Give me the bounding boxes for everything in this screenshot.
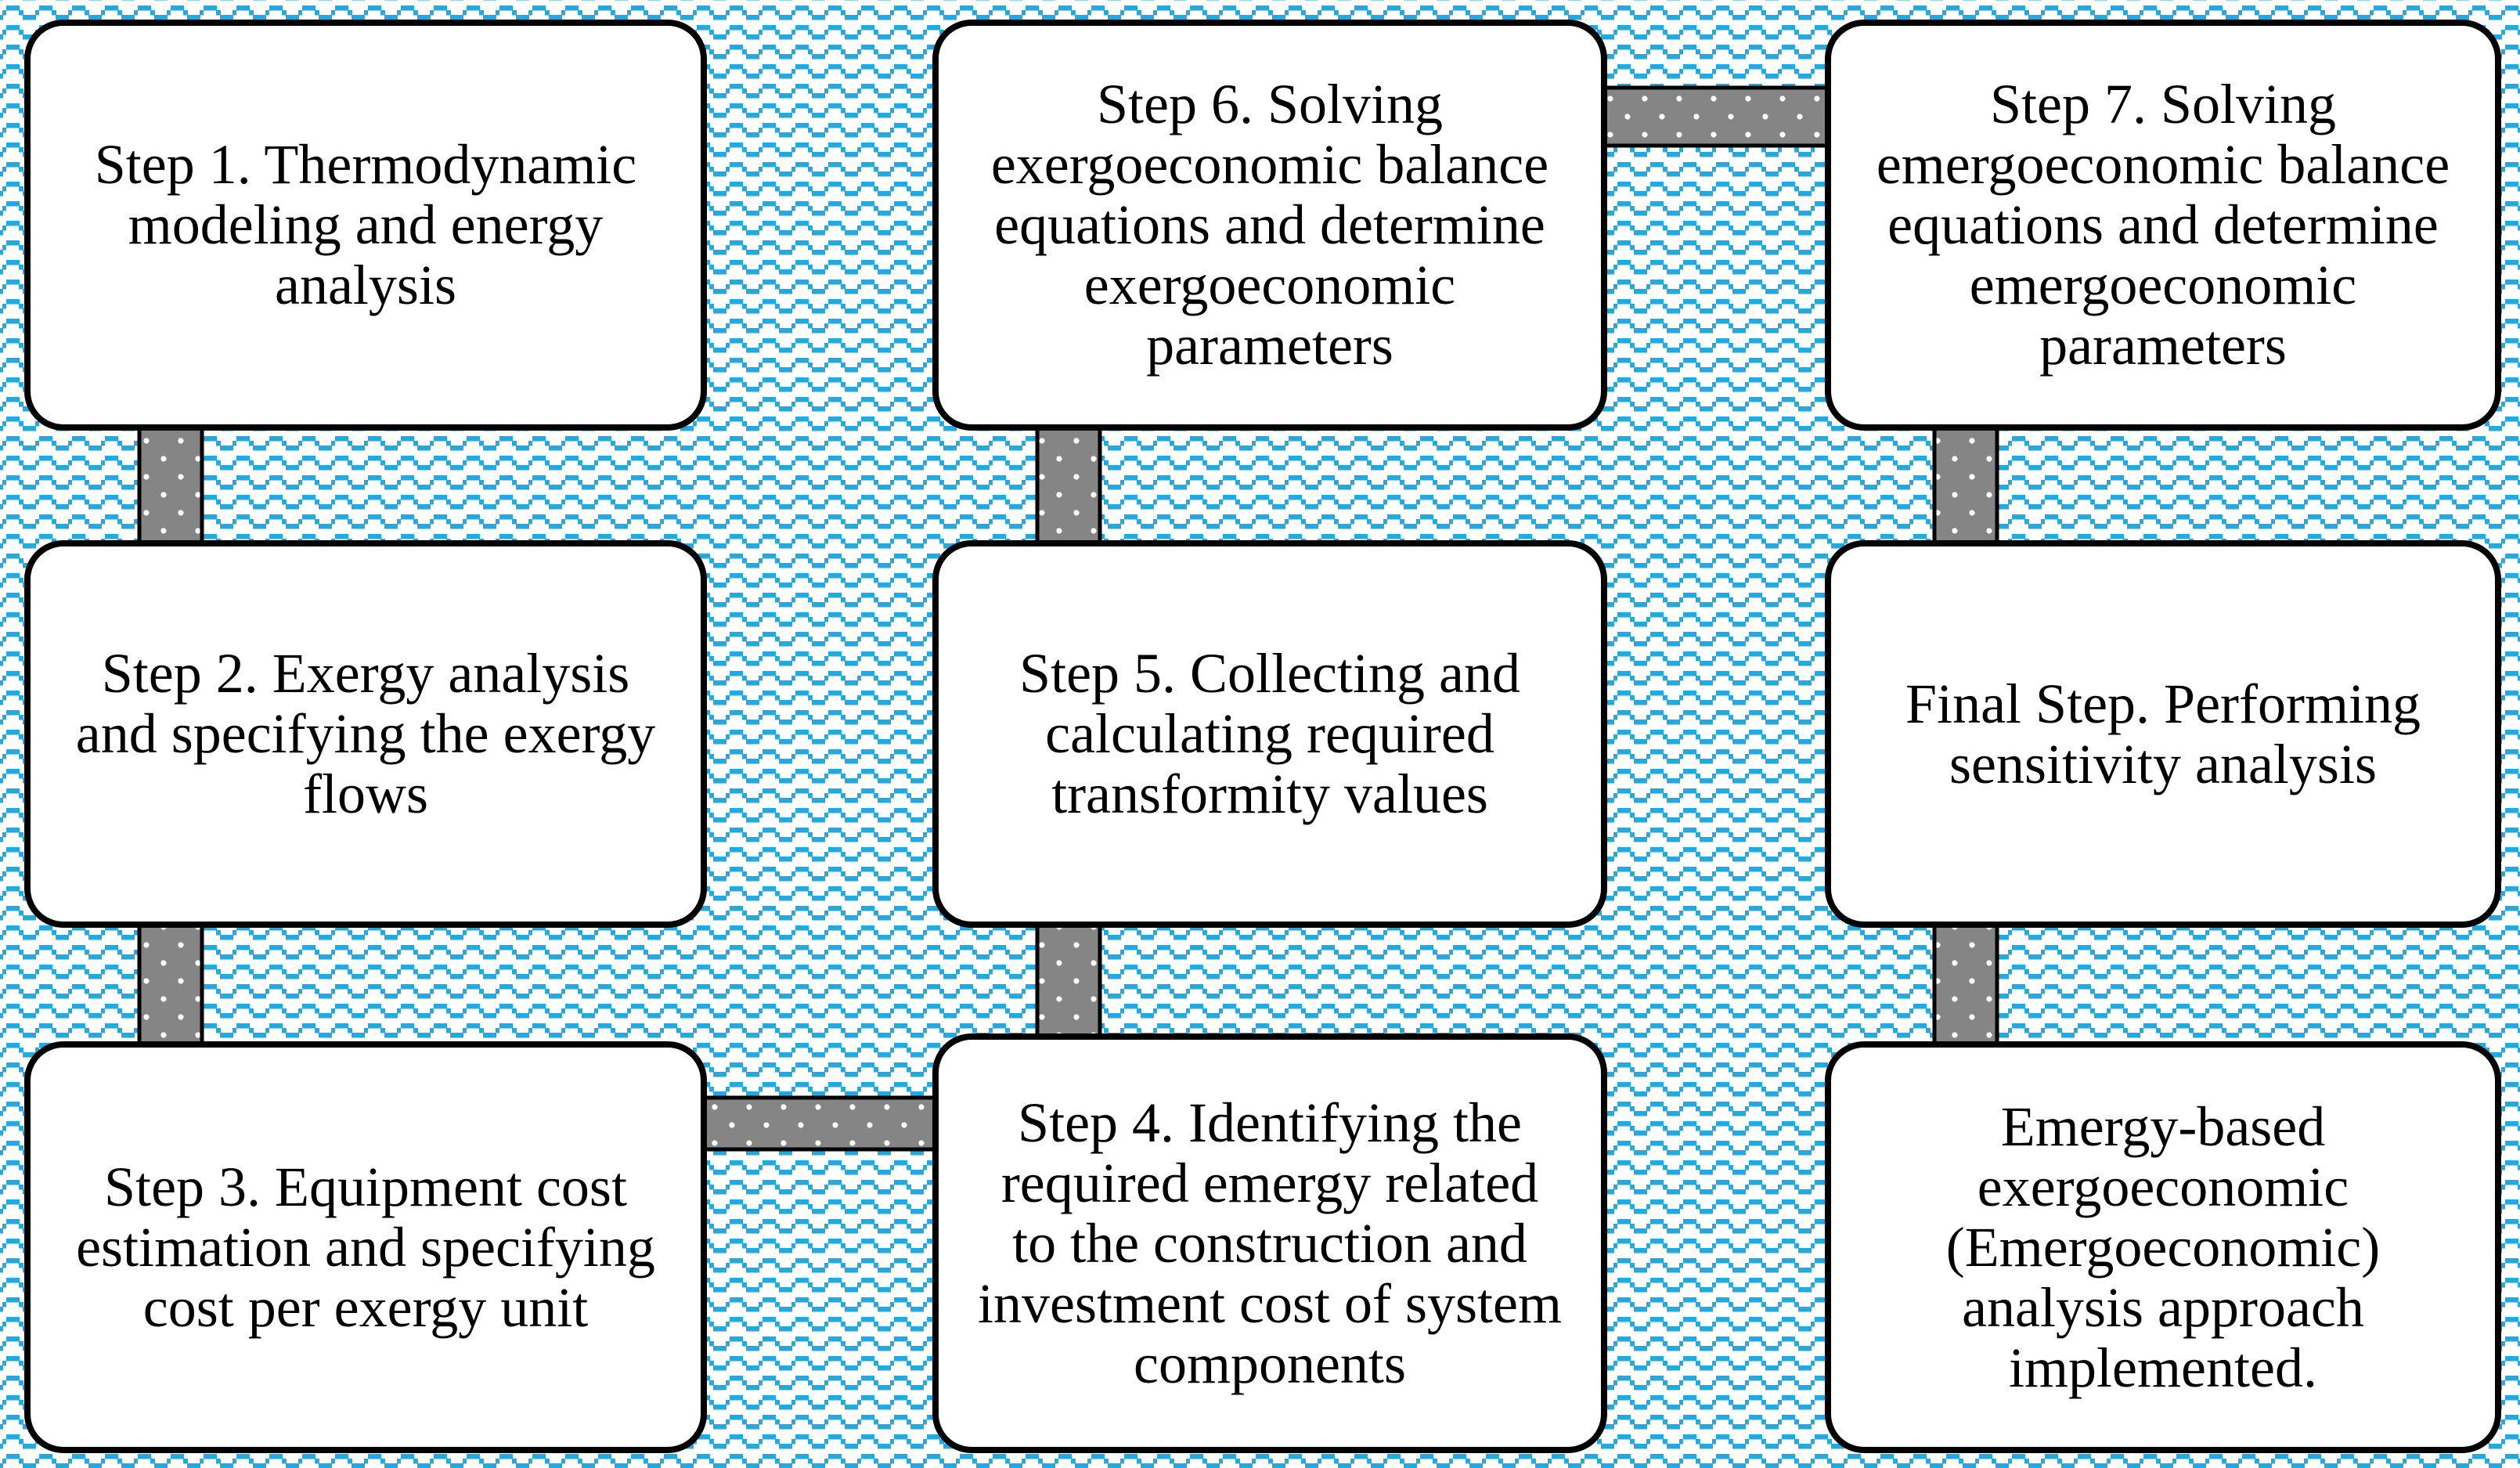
connector-step1-step2 <box>137 417 204 554</box>
box-final-step-label: Final Step. Performing sensitivity analy… <box>1905 672 2421 795</box>
box-step3-label: Step 3. Equipment cost estimation and sp… <box>76 1155 655 1339</box>
connector-step6-step7 <box>1593 85 1839 148</box>
box-emergy-result: Emergy-based exergoeconomic (Emergoecono… <box>1825 1041 2501 1453</box>
box-step1-label: Step 1. Thermodynamic modeling and energ… <box>94 133 637 316</box>
connector-step7-final <box>1932 417 1999 554</box>
box-step1: Step 1. Thermodynamic modeling and energ… <box>24 20 707 431</box>
connector-step3-step4 <box>693 1095 946 1152</box>
box-step7: Step 7. Solving emergoeconomic balance e… <box>1825 20 2501 431</box>
connector-step4-step5 <box>1035 914 1102 1048</box>
box-step4-label: Step 4. Identifying the required emergy … <box>978 1091 1562 1395</box>
connector-step5-step6 <box>1035 417 1102 554</box>
box-step5: Step 5. Collecting and calculating requi… <box>932 540 1607 928</box>
connector-step2-step3 <box>137 914 204 1055</box>
box-step4: Step 4. Identifying the required emergy … <box>932 1033 1607 1453</box>
box-step2: Step 2. Exergy analysis and specifying t… <box>24 540 707 928</box>
box-step7-label: Step 7. Solving emergoeconomic balance e… <box>1876 73 2450 377</box>
box-step5-label: Step 5. Collecting and calculating requi… <box>1019 642 1520 825</box>
connector-final-emergy <box>1932 914 1999 1055</box>
box-step6: Step 6. Solving exergoeconomic balance e… <box>932 20 1607 431</box>
box-final-step: Final Step. Performing sensitivity analy… <box>1825 540 2501 928</box>
box-step2-label: Step 2. Exergy analysis and specifying t… <box>75 642 656 825</box>
box-emergy-result-label: Emergy-based exergoeconomic (Emergoecono… <box>1945 1095 2381 1399</box>
box-step6-label: Step 6. Solving exergoeconomic balance e… <box>990 73 1549 377</box>
box-step3: Step 3. Equipment cost estimation and sp… <box>24 1041 707 1453</box>
